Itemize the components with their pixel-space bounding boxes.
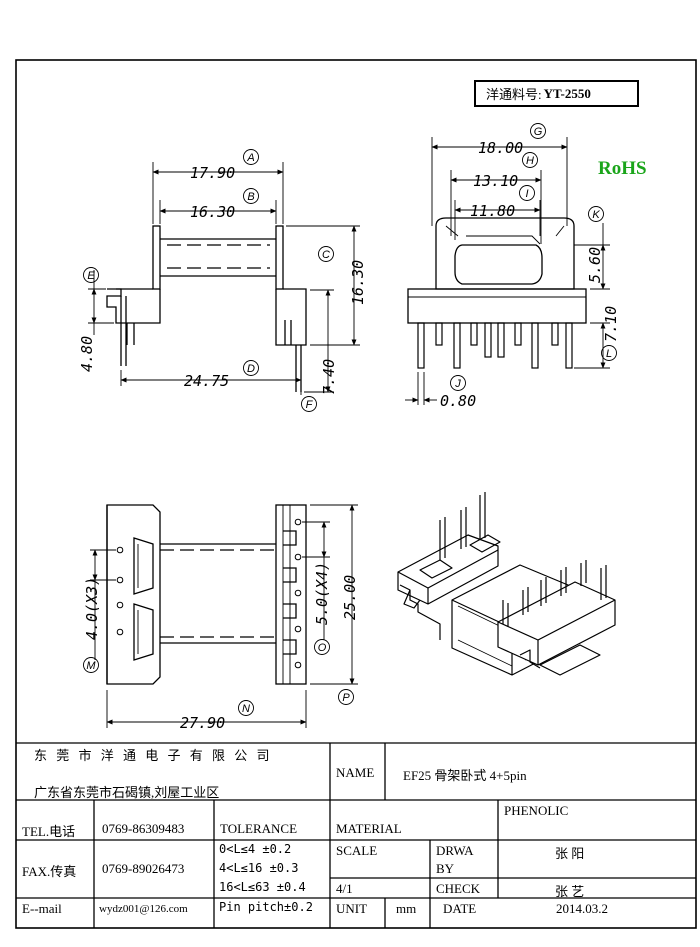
svg-text:H: H: [526, 155, 534, 167]
front-view: [407, 217, 587, 324]
callout-E: E: [83, 267, 99, 283]
bottom-pin-holes: [116, 518, 302, 669]
dim-F-text: 7.40: [320, 359, 338, 395]
check-value: 张 艺: [555, 884, 585, 899]
dim-K-text: 5.60: [586, 247, 604, 283]
callout-F: F: [301, 396, 317, 412]
date-label: DATE: [443, 901, 477, 916]
tolerance-row-2: 4<L≤16 ±0.3: [219, 861, 299, 875]
fax-label: FAX.传真: [22, 864, 77, 879]
bottom-view: [106, 504, 307, 685]
callout-A: A: [243, 149, 259, 165]
name-value: EF25 骨架卧式 4+5pin: [403, 768, 527, 783]
check-label: CHECK: [436, 881, 481, 896]
callout-G: G: [530, 123, 546, 139]
svg-text:C: C: [322, 249, 330, 261]
callout-L: L: [601, 345, 617, 361]
dim-P-text: 25.00: [341, 575, 359, 620]
dim-C-text: 16.30: [349, 260, 367, 305]
svg-text:P: P: [342, 692, 350, 704]
tolerance-row-3: 16<L≤63 ±0.4: [219, 880, 306, 894]
drawing-frame: [15, 59, 697, 929]
dim-D-text: 24.75: [184, 372, 229, 390]
dim-I-text: 11.80: [470, 202, 515, 220]
svg-text:E: E: [87, 270, 95, 282]
date-value: 2014.03.2: [556, 901, 608, 916]
unit-label: UNIT: [336, 901, 368, 916]
callout-C: C: [318, 246, 334, 262]
part-number-value: YT-2550: [543, 85, 591, 101]
name-label: NAME: [336, 765, 375, 780]
title-block-grid: [16, 742, 696, 928]
tel-value: 0769-86309483: [102, 821, 185, 836]
tolerance-row-1: 0<L≤4 ±0.2: [219, 842, 292, 856]
dim-B-text: 16.30: [190, 203, 235, 221]
dim-H-text: 13.10: [473, 172, 518, 190]
unit-value: mm: [396, 901, 417, 916]
callout-D: D: [243, 360, 259, 376]
callout-I: I: [519, 185, 535, 201]
email-value: wydz001@126.com: [99, 903, 188, 915]
svg-text:N: N: [242, 703, 250, 715]
svg-text:G: G: [534, 126, 543, 138]
dim-N-text: 27.90: [180, 714, 225, 732]
callout-M: M: [83, 657, 99, 673]
dim-M-text: 4.0(X3): [83, 577, 101, 640]
svg-text:K: K: [592, 209, 600, 221]
callout-O: O: [314, 639, 330, 655]
svg-text:B: B: [247, 191, 254, 203]
callout-N: N: [238, 700, 254, 716]
svg-text:F: F: [306, 399, 314, 411]
tolerance-label: TOLERANCE: [220, 821, 298, 836]
dim-A-text: 17.90: [190, 164, 235, 182]
callout-H: H: [522, 152, 538, 168]
callout-B: B: [243, 188, 259, 204]
dim-J-text: 0.80: [440, 392, 476, 410]
material-label: MATERIAL: [336, 821, 402, 836]
svg-text:O: O: [318, 642, 327, 654]
tolerance-row-4: Pin pitch±0.2: [219, 900, 313, 914]
rohs-mark: RoHS: [598, 158, 647, 179]
dim-E-text: 4.80: [78, 336, 96, 372]
scale-label: SCALE: [336, 843, 378, 858]
svg-text:D: D: [247, 363, 255, 375]
drawn-by-label-1: DRWA: [436, 843, 474, 858]
callout-J: J: [450, 375, 466, 391]
drawn-by-label-2: BY: [436, 861, 455, 876]
svg-text:I: I: [525, 188, 528, 200]
svg-text:A: A: [246, 152, 254, 164]
dim-G-text: 18.00: [478, 139, 523, 157]
callout-P: P: [338, 689, 354, 705]
fax-value: 0769-89026473: [102, 861, 185, 876]
dim-O-text: 5.0(X4): [313, 562, 331, 625]
svg-text:L: L: [606, 348, 612, 360]
drawn-by-value: 张 阳: [555, 846, 585, 861]
material-value: PHENOLIC: [504, 803, 569, 818]
email-label: E--mail: [22, 901, 62, 916]
part-number-label: 洋通料号:: [486, 87, 542, 102]
callout-K: K: [588, 206, 604, 222]
svg-text:J: J: [454, 378, 461, 390]
svg-text:M: M: [86, 660, 96, 672]
tel-label: TEL.电话: [22, 824, 76, 839]
side-view: [106, 225, 307, 392]
scale-value: 4/1: [336, 881, 353, 896]
isometric-view: [397, 492, 616, 676]
part-number-box: 洋通料号: YT-2550: [474, 80, 639, 107]
front-pins: [417, 322, 573, 369]
company-name: 东 莞 市 洋 通 电 子 有 限 公 司: [34, 748, 273, 763]
company-address: 广东省东莞市石碣镇,刘屋工业区: [34, 785, 220, 800]
dim-L-text: 7.10: [602, 306, 620, 342]
